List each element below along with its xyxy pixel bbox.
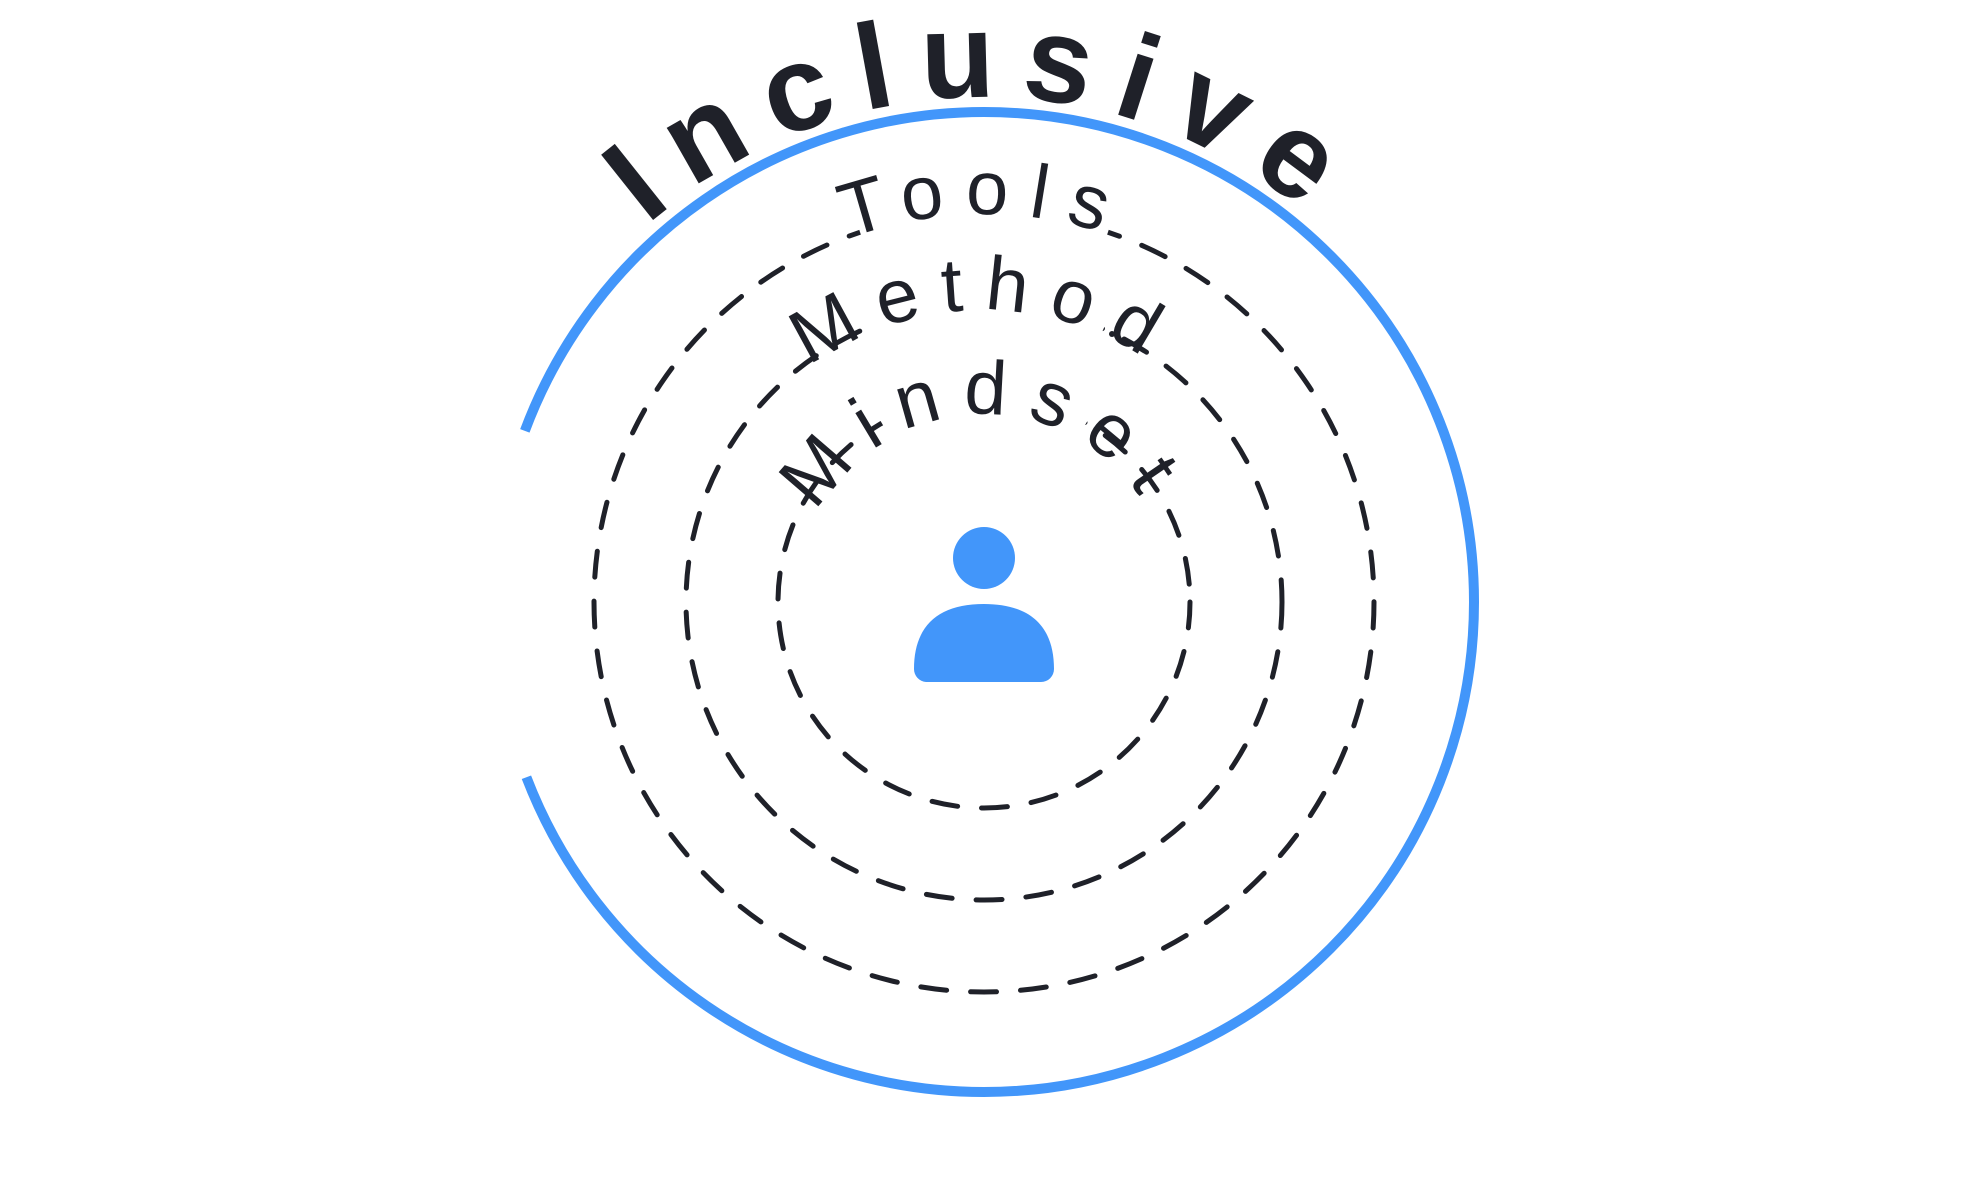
- person-icon-body: [913, 604, 1054, 682]
- method-ring-dot: [1109, 331, 1115, 337]
- method-label-gap: [860, 293, 1108, 342]
- ring-tools: [591, 209, 1377, 995]
- person-icon: [913, 527, 1054, 682]
- person-icon-head: [953, 527, 1015, 589]
- ring-tools-label: Tools: [829, 145, 1139, 254]
- mindset-label-gap: [873, 379, 1095, 431]
- ring-tools-label-text: Tools: [829, 145, 1119, 254]
- tools-label-gap: [856, 199, 1112, 244]
- outer-ring: [489, 107, 1479, 1097]
